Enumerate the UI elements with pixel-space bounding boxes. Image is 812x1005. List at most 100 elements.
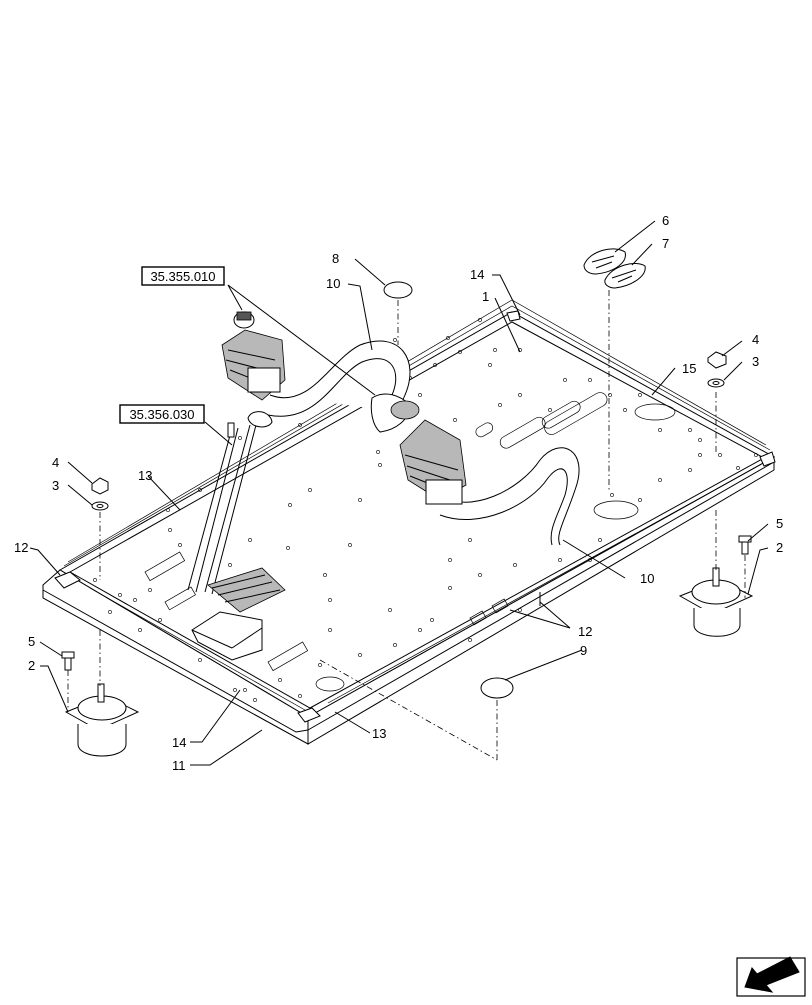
bolt-hole <box>323 573 327 577</box>
bolt-hole <box>228 563 232 567</box>
bolt-hole <box>448 586 452 590</box>
bolt-hole <box>393 643 397 647</box>
bolt-hole <box>198 488 202 492</box>
bolt-hole <box>518 393 522 397</box>
center-lines <box>67 290 746 761</box>
bolt-hole <box>608 393 612 397</box>
bolt-hole <box>468 638 472 642</box>
reference-label-b[interactable]: 35.356.030 <box>129 407 194 422</box>
callout-12-right: 12 <box>578 624 592 639</box>
bolt-hole <box>253 698 257 702</box>
bolt-hole <box>513 563 517 567</box>
reference-box-b[interactable]: 35.356.030 <box>119 404 205 424</box>
bolt-hole <box>298 423 302 427</box>
reference-label-a[interactable]: 35.355.010 <box>150 269 215 284</box>
callout-2-left: 2 <box>28 658 35 673</box>
bolt-hole <box>198 658 202 662</box>
bolt-hole <box>548 408 552 412</box>
callout-13-left: 13 <box>138 468 152 483</box>
bolt-hole <box>278 678 282 682</box>
bolt-hole <box>688 428 692 432</box>
bolt-hole <box>238 436 242 440</box>
bolt-hole <box>518 608 522 612</box>
bolt-hole <box>754 453 758 457</box>
bolt-hole <box>418 393 422 397</box>
bolt-hole <box>393 338 397 342</box>
bolt-hole <box>418 628 422 632</box>
plug-9 <box>480 677 514 699</box>
bolt-hole <box>168 528 172 532</box>
callout-12-left: 12 <box>14 540 28 555</box>
bolt-hole <box>623 408 627 412</box>
bolt-hole <box>433 363 437 367</box>
bolt-hole <box>453 418 457 422</box>
callout-9: 9 <box>580 643 587 658</box>
bolt-hole <box>430 618 434 622</box>
bolt-hole <box>588 378 592 382</box>
joystick-left <box>221 311 286 401</box>
bolt-hole <box>308 488 312 492</box>
callout-8: 8 <box>332 251 339 266</box>
callout-15: 15 <box>682 361 696 376</box>
callout-4-right: 4 <box>752 332 759 347</box>
bolt-hole <box>658 428 662 432</box>
callout-13-bottom: 13 <box>372 726 386 741</box>
bolt-hole <box>358 653 362 657</box>
callout-14-bottom: 14 <box>172 735 186 750</box>
bolt-hole <box>166 508 170 512</box>
hardware-right <box>707 351 752 555</box>
bolt-holes <box>93 318 758 702</box>
joystick-right <box>370 393 467 505</box>
callout-1: 1 <box>482 289 489 304</box>
bolt-hole <box>446 336 450 340</box>
bolt-hole <box>358 498 362 502</box>
callout-3-left: 3 <box>52 478 59 493</box>
reference-box-a[interactable]: 35.355.010 <box>141 266 225 286</box>
hardware-left <box>61 477 109 671</box>
bolt-hole <box>318 663 322 667</box>
bolt-hole <box>233 688 237 692</box>
bolt-hole <box>610 493 614 497</box>
bolt-hole <box>558 558 562 562</box>
bolt-hole <box>468 538 472 542</box>
bolt-hole <box>288 503 292 507</box>
bolt-hole <box>638 393 642 397</box>
arrow-down-left-icon[interactable] <box>736 956 806 997</box>
callout-5-right: 5 <box>776 516 783 531</box>
hose-and-joysticks <box>221 311 580 546</box>
bolt-hole <box>698 453 702 457</box>
bolt-hole <box>563 378 567 382</box>
bolt-hole <box>638 498 642 502</box>
callout-3-right: 3 <box>752 354 759 369</box>
bolt-hole <box>493 348 497 352</box>
bolt-hole <box>488 363 492 367</box>
callout-10-top: 10 <box>326 276 340 291</box>
bolt-hole <box>718 453 722 457</box>
grommet-6-7 <box>583 248 646 289</box>
callout-10-right: 10 <box>640 571 654 586</box>
plate-cutouts <box>144 392 676 692</box>
callout-2-right: 2 <box>776 540 783 555</box>
leader-lines <box>29 220 769 766</box>
bolt-hole <box>736 466 740 470</box>
bolt-hole <box>138 628 142 632</box>
bolt-hole <box>378 463 382 467</box>
bolt-hole <box>458 350 462 354</box>
bolt-hole <box>688 468 692 472</box>
bolt-hole <box>93 578 97 582</box>
callout-7: 7 <box>662 236 669 251</box>
bolt-hole <box>118 593 122 597</box>
bolt-hole <box>286 546 290 550</box>
bolt-hole <box>328 598 332 602</box>
bolt-hole <box>448 558 452 562</box>
callout-11: 11 <box>172 758 186 773</box>
bolt-hole <box>133 598 137 602</box>
bolt-hole <box>598 538 602 542</box>
bolt-hole <box>148 588 152 592</box>
bolt-hole <box>328 628 332 632</box>
plug-8 <box>383 281 413 299</box>
bolt-hole <box>243 688 247 692</box>
callout-14-top: 14 <box>470 267 484 282</box>
